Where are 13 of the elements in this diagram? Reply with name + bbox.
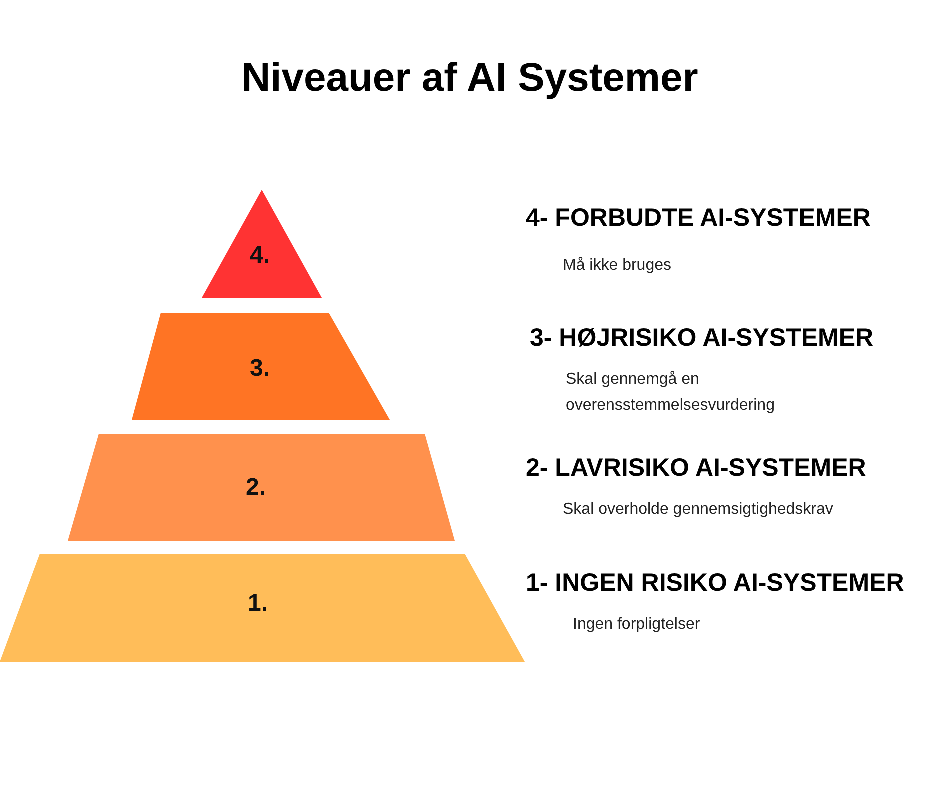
tier-description: Må ikke bruges — [563, 256, 672, 276]
tier-heading: 2- LAVRISIKO AI-SYSTEMER — [526, 454, 866, 483]
tier-description: Skal gennemgå en overensstemmelsesvurdering — [566, 370, 776, 416]
tier-heading: 3- HØJRISIKO AI-SYSTEMER — [530, 324, 874, 353]
tier-heading: 4- FORBUDTE AI-SYSTEMER — [526, 204, 871, 233]
tier-number: 4. — [250, 242, 270, 270]
tier-number: 2. — [246, 474, 266, 502]
tier-number: 3. — [250, 355, 270, 383]
title: Niveauer af AI Systemer — [240, 56, 700, 101]
tier-description: Skal overholde gennemsigtighedskrav — [563, 500, 834, 520]
tier-number: 1. — [248, 590, 268, 618]
tier-description: Ingen forpligtelser — [573, 615, 702, 635]
tier-heading: 1- INGEN RISIKO AI-SYSTEMER — [526, 569, 904, 598]
